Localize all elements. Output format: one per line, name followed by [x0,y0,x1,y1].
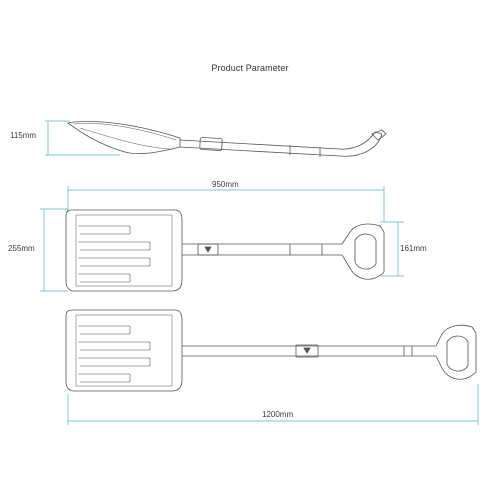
dimension-label-handle-width: 161mm [400,244,427,253]
dimension-label-collapsed-length: 950mm [212,180,239,189]
page-title: Product Parameter [211,63,289,73]
shovel-extended-view [65,309,477,392]
dimension-label-extended-length: 1200mm [262,410,294,419]
dimension-line-handle-width [380,221,404,277]
dimension-line-extended-length [67,384,479,425]
dimension-label-side-height: 115mm [10,131,37,140]
dimension-line-side-height [45,120,120,156]
dimension-label-blade-width: 255mm [8,244,35,253]
shovel-collapsed-view [65,209,385,292]
dimension-line-blade-width [40,208,68,292]
shovel-side-view [67,121,387,157]
dimension-line-collapsed-length [67,186,385,222]
